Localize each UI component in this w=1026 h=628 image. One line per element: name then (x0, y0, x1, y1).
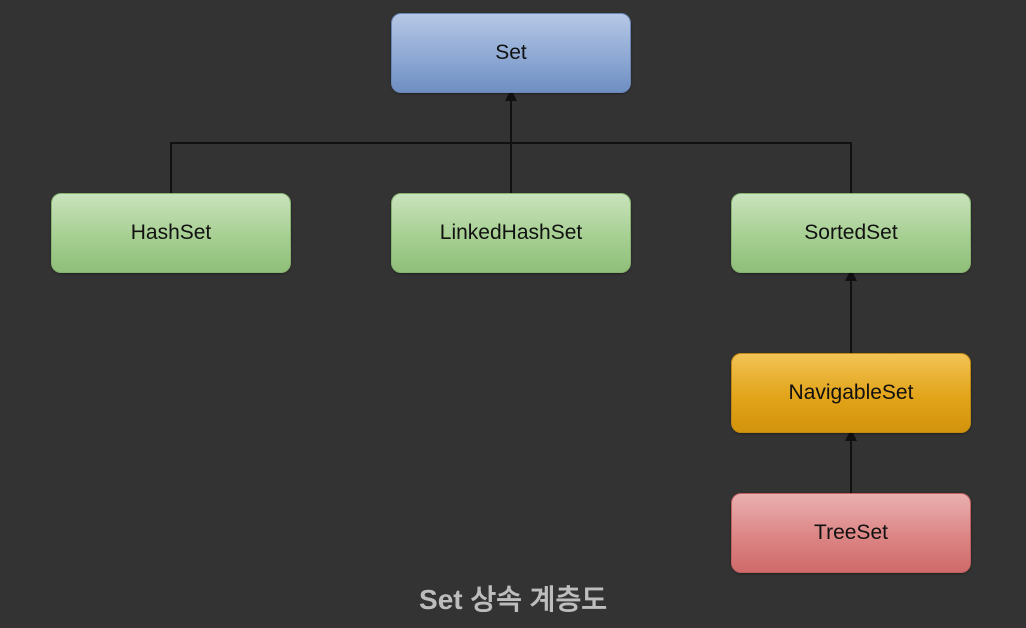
node-hashset-label: HashSet (130, 221, 212, 244)
node-navigableset-label: NavigableSet (788, 381, 914, 404)
node-linkedhashset-label: LinkedHashSet (439, 221, 583, 244)
node-sortedset-label: SortedSet (804, 221, 898, 244)
node-navigableset: NavigableSet (731, 353, 971, 433)
node-treeset-label: TreeSet (814, 521, 888, 544)
node-linkedhashset: LinkedHashSet (391, 193, 631, 273)
node-set: Set (391, 13, 631, 93)
node-hashset: HashSet (51, 193, 291, 273)
node-sortedset: SortedSet (731, 193, 971, 273)
node-set-label: Set (495, 41, 527, 64)
diagram-caption: Set 상속 계층도 (419, 584, 607, 615)
node-treeset: TreeSet (731, 493, 971, 573)
